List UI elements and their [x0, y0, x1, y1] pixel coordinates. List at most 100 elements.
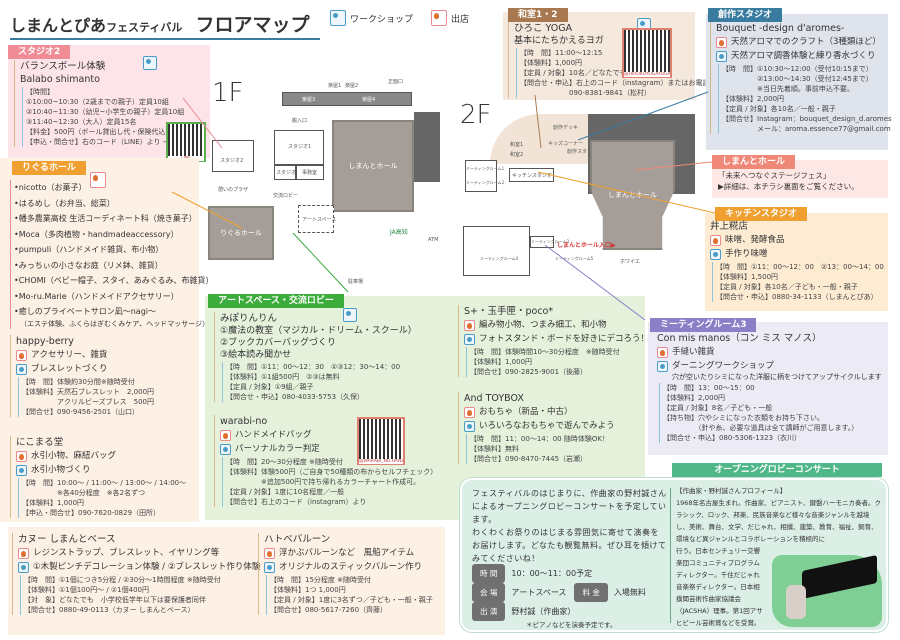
- detail-line: 090-8381-9841（松村）: [520, 89, 652, 97]
- vendor-name: S+・玉手匣・poco*: [464, 306, 554, 317]
- map-shimanto-hall[interactable]: しまんとホール: [590, 140, 675, 250]
- legend-workshop: ワークショップ: [350, 14, 414, 25]
- vendor-details: 【時 間】11：00～14：00 随時体験OK！【体験料】無料【問合せ】090-…: [466, 434, 615, 464]
- detail-line: 【体験料】1,000円: [470, 358, 533, 366]
- map-mr1-2[interactable]: [465, 160, 497, 192]
- shop-text: レジンストラップ、ブレスレット、イヤリング等: [33, 548, 220, 558]
- profile-text-1: 1968年名古屋生まれ。作曲家、ピアニスト、鍵盤ハーモニカ奏者。クラシック、ロッ…: [676, 499, 881, 543]
- map-label-deck: 創作デッキ: [553, 125, 579, 131]
- map-studio2[interactable]: [212, 140, 254, 172]
- workshop-item: ①木製ピンチデコレーション体験 / ②ブレスレット作り体験: [18, 561, 260, 574]
- connector-washitsu: [534, 94, 542, 149]
- shimanto-info: 「未来へつなぐステージフェス」 ▶詳細は、本チラシ裏面をご覧ください。: [718, 170, 859, 192]
- riguru-shop-item: •幡多農業高校 生活コーディネート科（焼き菓子）: [14, 214, 197, 223]
- kitchen-tag: キッチンスタジオ: [715, 207, 807, 221]
- vendor-card: Bouquet -design d'aromes-天然アロマでのクラフト（3種類…: [710, 22, 892, 134]
- page-title: しまんとぴあフェスティバル フロアマップ: [10, 10, 309, 37]
- workshop-icon: [343, 308, 357, 322]
- divider: [670, 488, 671, 623]
- riguru-shop-item: •みっちぃの小さなお庭（リメ鉢、雑貨）: [14, 260, 163, 270]
- detail-line: 【体験料】体験500円（ご自身で50種類の布からセルフチェック）: [226, 468, 438, 476]
- bottom-panel: [8, 527, 445, 635]
- shop-text: 味噌、発酵食品: [725, 235, 785, 245]
- vendor-line: ①魔法の教室（マジカル・ドリーム・スクール）: [220, 326, 417, 336]
- stage-fes-note: ▶詳細は、本チラシ裏面をご覧ください。: [718, 182, 859, 191]
- vendor-name: happy-berry: [16, 336, 74, 347]
- vendor-details: 【時 間】①11：00～12：30 ②③12：30～14：00【体験料】①1組5…: [222, 362, 417, 402]
- workshop-text: オリジナルのスティックバルーン作り: [279, 562, 423, 572]
- workshop-item: 天然アロマ調香体験と練り香水づくり: [716, 50, 892, 63]
- vendor-details: 【時 間】20～30分程度 ※随時受付【体験料】体験500円（ご自身で50種類の…: [222, 457, 437, 507]
- detail-line: 【定員 / 対象】1度に10名程度／一般: [226, 488, 345, 496]
- detail-line: ※当日先着順。事前申込不要。: [722, 85, 854, 93]
- instagram-qr-code[interactable]: @HIROKOYOGAYOGA: [622, 28, 672, 78]
- concert-note: ＊ピアノなどを演奏予定です。: [526, 621, 617, 629]
- concert-time: 10：00～11：00予定: [511, 569, 593, 578]
- workshop-text: いろいろなおもちゃで遊んでみよう: [479, 421, 615, 431]
- map-label-studio3: スタジオ3: [276, 170, 300, 176]
- riguru-shop-list: •nicotto（お菓子）•はるめし（お弁当、総菜）•幡多農業高校 生活コーディ…: [10, 180, 214, 329]
- shop-icon: [710, 235, 721, 246]
- map-mr3[interactable]: [530, 236, 554, 248]
- shop-icon: [90, 172, 106, 188]
- vendor-details: 【時 間】11:00～12:15【体験料】1,000円【定員 / 対象】10名／…: [516, 48, 710, 98]
- detail-line: 【体験料】2,000円: [663, 394, 726, 402]
- stage-fes-title: 「未来へつなぐステージフェス」: [718, 171, 831, 180]
- map-label-studio1: スタジオ1: [288, 144, 312, 150]
- detail-line: 【問合せ】Instagram：bouquet_design_d.aromes: [722, 115, 892, 123]
- map-riguru-hall[interactable]: りぐるホール: [208, 206, 274, 260]
- map-label-hannyu: 搬入口: [292, 118, 308, 124]
- detail-line: 【対 象】どなたでも 小学校低学年以下は要保護者同伴: [24, 596, 206, 604]
- map-shimanto-hall[interactable]: しまんとホール: [332, 120, 414, 212]
- floor-map-1f: 1F スタジオ2 憩いのプラザ スタジオ1 スタジオ3 事務室 搬入口 楽屋1 …: [200, 60, 455, 290]
- map-mr4[interactable]: [463, 226, 530, 276]
- shop-text: 水引小物、麻紐バッグ: [31, 451, 117, 461]
- map-label-atm: ATM: [428, 237, 439, 243]
- vendor-line: 基本にたちかえるヨガ: [514, 36, 604, 46]
- detail-line: 【定員 / 対象】各10名／一般・親子: [722, 105, 836, 113]
- map-label-ja: JA高知: [390, 229, 408, 236]
- detail-line: 【申込・問合せ】090-7620-0829（田所）: [22, 509, 161, 517]
- map-studio3[interactable]: [274, 165, 296, 180]
- map-label-mr4: ミーティングルーム4: [480, 256, 519, 261]
- map-kitchen[interactable]: [509, 168, 554, 182]
- workshop-item: フォトスタンド・ボードを好きにデコろう！: [464, 333, 649, 346]
- map-studio1[interactable]: [274, 130, 324, 165]
- workshop-item: オリジナルのスティックバルーン作り: [264, 561, 433, 574]
- workshop-item: いろいろなおもちゃで遊んでみよう: [464, 420, 615, 433]
- workshop-item: ブレスレットづくり: [16, 363, 154, 376]
- instagram-qr-code[interactable]: @WARABI_NO.HANDMADE: [357, 417, 405, 465]
- vendor-name-en: Balabo shimanto: [20, 74, 100, 85]
- piano-photo: [772, 555, 882, 627]
- vendor-line: ②ブックカバーバッグづくり: [220, 338, 336, 348]
- detail-line: ※追加500円で持ち帰れるカラーチャート作成可。: [226, 478, 421, 486]
- shop-item: ハンドメイドバッグ: [220, 429, 437, 442]
- detail-line: 【持ち物】穴やシミになった衣類をお持ち下さい。: [663, 414, 824, 422]
- map-label-studio2: スタジオ2: [220, 158, 244, 164]
- vendor-name: ひろこ YOGA: [514, 23, 573, 34]
- detail-line: 【時 間】①11：00～12：00 ②13：00～14：00: [716, 263, 884, 271]
- shop-text: ハンドメイドバッグ: [235, 430, 312, 440]
- vendor-card: ハトベバルーン浮かぶバルーンなど 風船アイテムオリジナルのスティックバルーン作り…: [258, 533, 433, 615]
- shop-item: レジンストラップ、ブレスレット、イヤリング等: [18, 547, 260, 560]
- shop-icon: [716, 37, 727, 48]
- vendor-name: Bouquet -design d'aromes-: [716, 23, 845, 34]
- detail-line: 【時 間】20～30分程度 ※随時受付: [226, 458, 343, 466]
- vendor-line: ③絵本読み聞かせ: [220, 350, 292, 360]
- map-label-mr2: ミーティングルーム2: [466, 180, 505, 185]
- riguru-shop-item: •はるめし（お弁当、総菜）: [14, 198, 115, 208]
- workshop-icon: [330, 10, 346, 26]
- floor-map-2f: 2F 創作デッキ 和室1 和室2 キッズコーナー 創作スタジオ キッチンスタジオ…: [455, 100, 705, 300]
- map-label-mr1: ミーティングルーム1: [466, 166, 505, 171]
- detail-line: 【時 間】15分程度 ※随時受付: [270, 576, 371, 584]
- kitchen-panel: [705, 213, 888, 311]
- shop-icon: [431, 10, 448, 26]
- detail-line: ①10:00~10:30（2歳までの親子）定員10組: [26, 98, 169, 106]
- detail-line: 【問合せ】080-5617-7260（齊藤）: [270, 606, 388, 614]
- workshop-text: フォトスタンド・ボードを好きにデコろう！: [479, 334, 650, 344]
- vendor-details: 【時 間】15分程度 ※随時受付【体験料】1つ 1,000円【定員 / 対象】1…: [266, 575, 433, 615]
- map-artspace[interactable]: [298, 205, 334, 233]
- sousaku-tag: 創作スタジオ: [708, 8, 783, 22]
